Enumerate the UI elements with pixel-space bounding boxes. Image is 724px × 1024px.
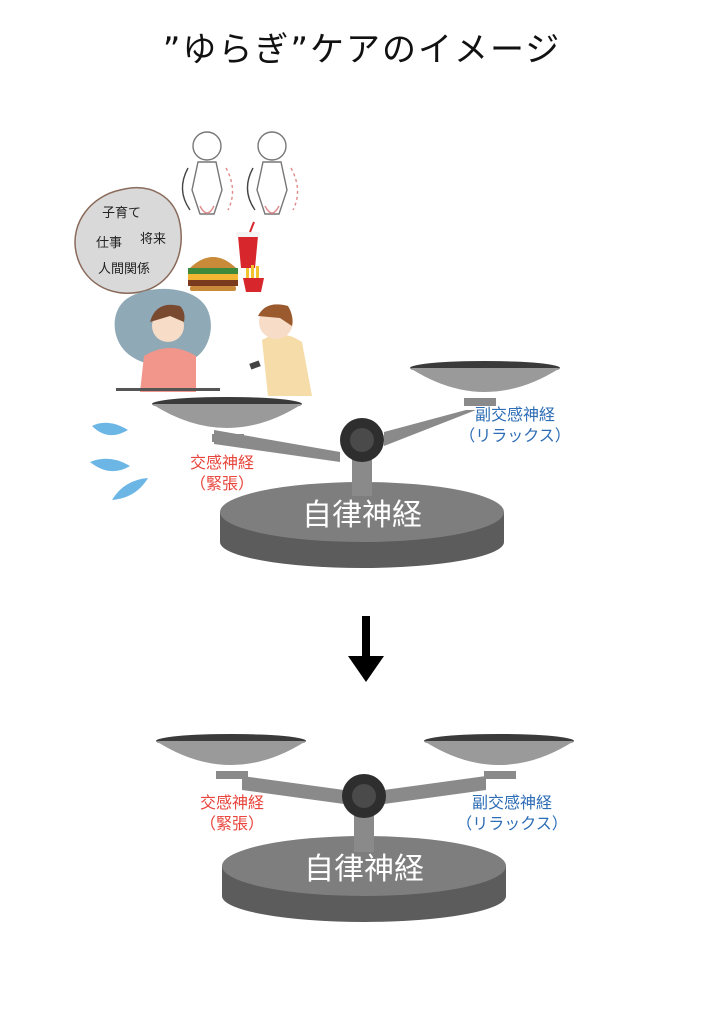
- page-title: ”ゆらぎ”ケアのイメージ: [162, 30, 562, 70]
- body-figure-right: [246, 131, 299, 215]
- scale-top-pan-right: [410, 368, 560, 392]
- scale-bottom-pan-right: [424, 741, 574, 765]
- scale-top-base-label: 自律神経: [302, 498, 422, 533]
- scale-bottom: 自律神経 交感神経 （緊張） 副交感神経 （リラックス）: [156, 734, 574, 922]
- stressed-woman-illustration: [114, 288, 220, 392]
- scale-top-parasympathetic-label: 副交感神経: [475, 405, 555, 424]
- stressor-cloud: 子育て 仕事 将来 人間関係: [74, 187, 182, 294]
- scale-top-pan-left: [152, 404, 302, 428]
- scale-bottom-beam-left: [242, 776, 344, 804]
- scale-top-base-top: [220, 482, 504, 542]
- hamburger-icon: [188, 257, 238, 291]
- stressor-childcare: 子育て: [102, 205, 141, 221]
- scale-bottom-sympathetic-label: 交感神経: [200, 793, 264, 812]
- scale-top-sympathetic-label: 交感神経: [190, 453, 254, 472]
- scale-bottom-base-label: 自律神経: [304, 852, 424, 887]
- scale-top-beam-left: [214, 430, 340, 462]
- scale-top-beam-right: [384, 410, 476, 446]
- scale-bottom-pan-left: [156, 741, 306, 765]
- arrow-down-icon: [348, 616, 384, 682]
- scale-top: 自律神経 交感神経 （緊張） 副交感神経 （リラックス）: [152, 361, 571, 568]
- soda-cup-icon: [236, 221, 260, 268]
- scale-top-sympathetic-sub: （緊張）: [190, 474, 254, 493]
- scale-top-parasympathetic-sub: （リラックス）: [459, 426, 571, 445]
- stressor-relationships: 人間関係: [98, 262, 150, 277]
- man-with-phone-illustration: [249, 304, 312, 396]
- body-figure-left: [181, 131, 234, 215]
- scale-bottom-parasympathetic-label: 副交感神経: [472, 793, 552, 812]
- scale-bottom-beam-right: [384, 776, 486, 804]
- scale-bottom-parasympathetic-sub: （リラックス）: [456, 814, 568, 833]
- stressor-future: 将来: [140, 232, 166, 247]
- sweat-drops-icon: [90, 422, 148, 500]
- stressor-work: 仕事: [96, 236, 122, 251]
- fries-icon: [243, 265, 264, 292]
- scale-bottom-sympathetic-sub: （緊張）: [200, 814, 264, 833]
- scale-bottom-base-top: [222, 836, 506, 896]
